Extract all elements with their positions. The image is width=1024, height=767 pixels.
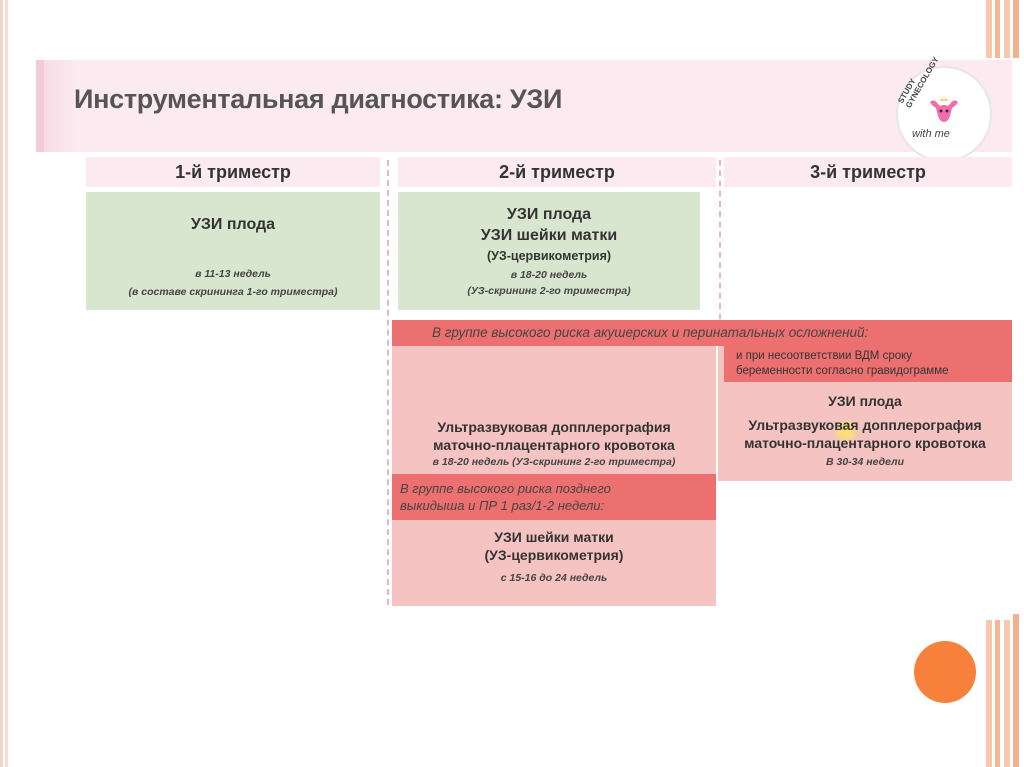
header-trimester-3: 3-й триместр bbox=[724, 157, 1012, 187]
t1-exam-box: УЗИ плода в 11-13 недель (в составе скри… bbox=[86, 192, 380, 310]
t3-exam-line1: УЗИ плода bbox=[718, 392, 1012, 410]
uterus-icon bbox=[926, 96, 962, 126]
t2-exam-cervix: УЗИ шейки матки bbox=[398, 227, 700, 245]
cervix-note: с 15-16 до 24 недель bbox=[392, 572, 716, 584]
t2-doppler-line1: Ультразвуковая допплерография bbox=[392, 418, 716, 436]
t2-doppler: Ультразвуковая допплерография маточно-пл… bbox=[392, 418, 716, 468]
t3-exam-note: В 30-34 недели bbox=[718, 456, 1012, 468]
t2-exam-cervicometry: (УЗ-цервикометрия) bbox=[398, 249, 700, 263]
t1-timing: в 11-13 недель bbox=[86, 268, 380, 280]
t2-doppler-note: в 18-20 недель (УЗ-скрининг 2-го тримест… bbox=[392, 456, 716, 468]
t3-exam: УЗИ плода Ультразвуковая допплерография … bbox=[718, 392, 1012, 468]
t2-exam-fetus: УЗИ плода bbox=[398, 206, 700, 224]
logo-subtext: with me bbox=[912, 128, 950, 140]
risk2-line2: выкидыша и ПР 1 раз/1-2 недели: bbox=[400, 497, 716, 514]
t2-note: (УЗ-скрининг 2-го триместра) bbox=[398, 285, 700, 297]
risk2-line1: В группе высокого риска позднего bbox=[400, 480, 716, 497]
t2-doppler-line2: маточно-плацентарного кровотока bbox=[392, 436, 716, 454]
t3-exam-line3: маточно-плацентарного кровотока bbox=[718, 434, 1012, 452]
t1-note: (в составе скрининга 1-го триместра) bbox=[86, 286, 380, 298]
t2-exam-box: УЗИ плода УЗИ шейки матки (УЗ-цервикомет… bbox=[398, 192, 700, 310]
separator-1-2 bbox=[387, 160, 389, 605]
t2-timing: в 18-20 недель bbox=[398, 269, 700, 281]
t3-condition-box: и при несоответствии ВДМ сроку беременно… bbox=[724, 346, 1012, 382]
t2-cervix-exam: УЗИ шейки матки (УЗ-цервикометрия) с 15-… bbox=[392, 528, 716, 584]
late-miscarriage-risk-banner: В группе высокого риска позднего выкидыш… bbox=[392, 474, 716, 520]
page-title: Инструментальная диагностика: УЗИ bbox=[74, 84, 562, 115]
cervix-line2: (УЗ-цервикометрия) bbox=[392, 546, 716, 564]
t3-exam-line2: Ультразвуковая допплерография bbox=[718, 416, 1012, 434]
orange-circle-decor bbox=[914, 641, 976, 703]
right-decor-stripe-top bbox=[986, 0, 1024, 58]
header-trimester-2: 2-й триместр bbox=[398, 157, 716, 187]
header-trimester-1: 1-й триместр bbox=[86, 157, 380, 187]
left-decor-stripe bbox=[0, 0, 10, 767]
t1-exam: УЗИ плода bbox=[86, 216, 380, 234]
t3-condition-line2: беременности согласно гравидограмме bbox=[736, 364, 1012, 379]
highrisk-banner: В группе высокого риска акушерских и пер… bbox=[392, 320, 1012, 346]
cervix-line1: УЗИ шейки матки bbox=[392, 528, 716, 546]
right-decor-stripe-bottom bbox=[986, 614, 1024, 767]
t3-condition-line1: и при несоответствии ВДМ сроку bbox=[736, 349, 1012, 364]
logo: STUDY GYNECOLOGY with me bbox=[896, 66, 992, 162]
